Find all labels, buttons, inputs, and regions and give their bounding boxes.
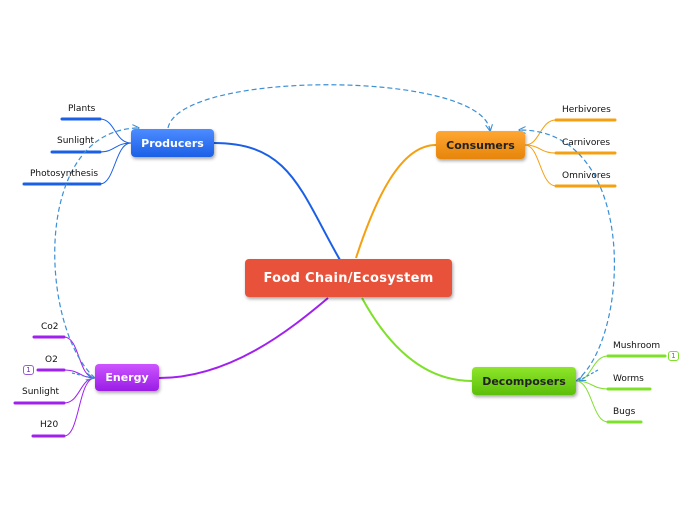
- subtopic-worms[interactable]: Worms: [613, 374, 644, 384]
- relationship-decomposers-marker: [580, 369, 599, 380]
- topic-energy[interactable]: Energy: [95, 364, 159, 391]
- subtopic-photosynthesis[interactable]: Photosynthesis: [30, 169, 99, 179]
- central-topic[interactable]: Food Chain/Ecosystem: [245, 259, 452, 297]
- leaf-line-sunlight-e: [63, 377, 96, 404]
- topic-consumers[interactable]: Consumers: [436, 131, 525, 159]
- leaf-line-co2: [63, 336, 96, 379]
- subtopic-carnivores[interactable]: Carnivores: [562, 138, 611, 148]
- branch-line-decomposers: [361, 297, 473, 382]
- leaf-line-mushroom: [575, 355, 609, 382]
- subtopic-herbivores[interactable]: Herbivores: [562, 105, 611, 115]
- subtopic-o2[interactable]: O2: [45, 355, 58, 365]
- subtopic-h20[interactable]: H20: [40, 420, 59, 430]
- subtopic-co2[interactable]: Co2: [41, 322, 59, 332]
- subtopic-bugs[interactable]: Bugs: [613, 407, 636, 417]
- topic-decomposers[interactable]: Decomposers: [472, 367, 576, 395]
- relationship-decomposers-consumers: [520, 130, 615, 382]
- subtopic-sunlight-producers[interactable]: Sunlight: [57, 136, 95, 146]
- subtopic-omnivores[interactable]: Omnivores: [562, 171, 611, 181]
- subtopic-plants[interactable]: Plants: [68, 104, 96, 114]
- relationship-energy-producers: [54, 128, 138, 379]
- branch-line-energy: [158, 297, 329, 379]
- mushroom-count-badge[interactable]: 1: [668, 351, 679, 361]
- subtopic-sunlight-energy[interactable]: Sunlight: [22, 387, 60, 397]
- branch-line-producers: [213, 142, 341, 261]
- leaf-line-omnivores: [524, 144, 557, 187]
- relationship-energy-marker: [71, 372, 92, 378]
- subtopic-mushroom[interactable]: Mushroom: [613, 341, 661, 351]
- o2-count-badge[interactable]: 1: [23, 365, 34, 375]
- leaf-line-h20: [63, 377, 96, 437]
- leaf-line-photosynthesis: [99, 142, 132, 185]
- branch-line-consumers: [355, 144, 437, 259]
- topic-producers[interactable]: Producers: [131, 129, 214, 157]
- relationship-producers-consumers: [167, 84, 490, 130]
- leaf-line-bugs: [575, 380, 609, 423]
